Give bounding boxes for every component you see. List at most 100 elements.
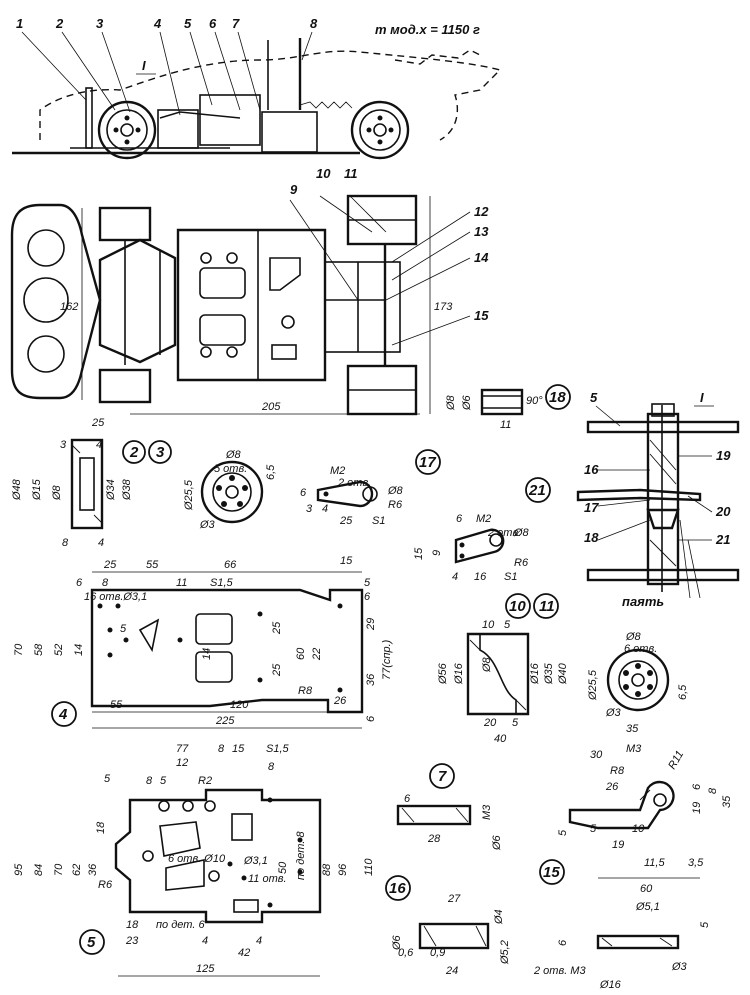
leader xyxy=(214,31,241,111)
sec-label-21: 21 xyxy=(715,532,730,547)
dim: 35 xyxy=(626,723,639,735)
link-rod xyxy=(159,111,241,119)
dim: 6 xyxy=(404,793,411,805)
dim: 10 xyxy=(482,619,495,631)
part-17: M2 2 отв. Ø8 R6 S1 6 3 4 25 17 xyxy=(300,449,441,527)
label-18: 18 xyxy=(549,389,566,406)
dim: Ø6 xyxy=(391,934,403,951)
plate-4-hole xyxy=(115,603,121,609)
dim: 6 отв. Ø10 xyxy=(168,853,226,865)
thread xyxy=(455,807,469,823)
dim: 60 xyxy=(640,883,653,895)
dim: 0,9 xyxy=(430,947,445,959)
badge xyxy=(122,440,146,464)
plate-5-hole xyxy=(297,869,303,875)
pin-18 xyxy=(480,388,524,416)
rear-wheel xyxy=(97,100,157,160)
callout-11: 11 xyxy=(344,166,358,181)
dim: M3 xyxy=(626,743,642,755)
badge xyxy=(415,449,441,475)
dim: R6 xyxy=(514,557,529,569)
dim: 23 xyxy=(125,935,139,947)
sec-label-18: 18 xyxy=(584,530,599,545)
dim: Ø3 xyxy=(671,961,688,973)
front-wheel-hub xyxy=(373,123,387,137)
dim: Ø16 xyxy=(453,662,465,685)
hatch xyxy=(649,439,677,471)
badge xyxy=(148,440,172,464)
dim: 5 xyxy=(557,829,569,836)
dim: Ø8 xyxy=(225,449,242,461)
dim: 42 xyxy=(238,947,250,959)
dim: Ø25,5 xyxy=(183,479,195,511)
dim: 5 xyxy=(160,775,167,787)
dim: Ø8 xyxy=(513,527,530,539)
dim: 95 xyxy=(13,863,25,876)
arm-21-hole xyxy=(459,542,465,548)
part-18: Ø8 Ø6 90° 11 18 xyxy=(445,384,571,431)
dim: 90° xyxy=(526,395,543,407)
dim: 4 xyxy=(98,537,104,549)
badge xyxy=(533,593,559,619)
dim: 19 xyxy=(691,802,703,814)
dim: 4 xyxy=(322,503,328,515)
label-4: 4 xyxy=(58,706,68,723)
dim: R8 xyxy=(298,685,313,697)
callout-4: 4 xyxy=(153,16,162,31)
wing-hole xyxy=(23,277,69,323)
dim: 52 xyxy=(53,644,65,656)
label-17: 17 xyxy=(419,454,436,471)
plate-4-hole xyxy=(107,652,113,658)
wheel-section xyxy=(70,438,104,530)
plate-4-hole xyxy=(257,677,263,683)
dim: 5 xyxy=(590,823,597,835)
dim: 60 xyxy=(295,647,307,660)
body-outline xyxy=(39,50,502,141)
plate-hole xyxy=(281,315,295,329)
dim: 6 xyxy=(365,715,377,722)
dim: 26 xyxy=(605,781,619,793)
arm-17 xyxy=(316,480,374,508)
label-2: 2 xyxy=(129,444,139,461)
dim: 6 xyxy=(76,577,83,589)
wheel-core xyxy=(79,457,95,511)
callout-3: 3 xyxy=(96,16,104,31)
rear-wheel-hub xyxy=(120,123,134,137)
dim: 14 xyxy=(73,644,85,656)
dim: 6 xyxy=(691,783,703,790)
callout-12: 12 xyxy=(474,204,489,219)
dim: Ø35 xyxy=(543,662,555,685)
rim-face-inner xyxy=(618,660,658,700)
leader xyxy=(61,31,116,111)
dim: 9 xyxy=(431,550,443,556)
section-I: I 5 16 17 18 19 20 21 паять xyxy=(576,390,740,609)
top-view: 9 10 11 12 13 14 15 205 162 173 xyxy=(10,166,489,416)
badge xyxy=(79,929,105,955)
plate-5-hole xyxy=(267,797,273,803)
dim: 4 xyxy=(256,935,262,947)
dim: 4 xyxy=(202,935,208,947)
dim: 6,5 xyxy=(265,464,277,480)
dim: Ø48 xyxy=(11,478,23,501)
callout-5: 5 xyxy=(184,16,192,31)
rear-post xyxy=(85,87,93,149)
rear-wheel-top xyxy=(98,206,152,242)
plate-4-hole xyxy=(337,603,343,609)
washer-part: Ø5,1 5 6 2 отв. M3 Ø16 Ø3 xyxy=(533,901,711,991)
front-wheel-rim xyxy=(359,109,401,151)
dim: 2 отв. xyxy=(487,527,521,539)
section-marker-I: I xyxy=(700,390,704,405)
dim: 40 xyxy=(494,733,507,745)
dim-height-173: 173 xyxy=(434,301,453,313)
callout-2: 2 xyxy=(55,16,64,31)
dim: по дет. 8 xyxy=(295,831,307,880)
leader xyxy=(237,31,261,111)
dim: 27 xyxy=(447,893,461,905)
dim-width: 205 xyxy=(261,401,281,413)
label-16: 16 xyxy=(389,880,406,897)
badge xyxy=(51,701,77,727)
plate-5-slot xyxy=(165,859,205,891)
label-15: 15 xyxy=(543,864,560,881)
spring xyxy=(299,101,353,109)
hatch xyxy=(93,514,103,524)
